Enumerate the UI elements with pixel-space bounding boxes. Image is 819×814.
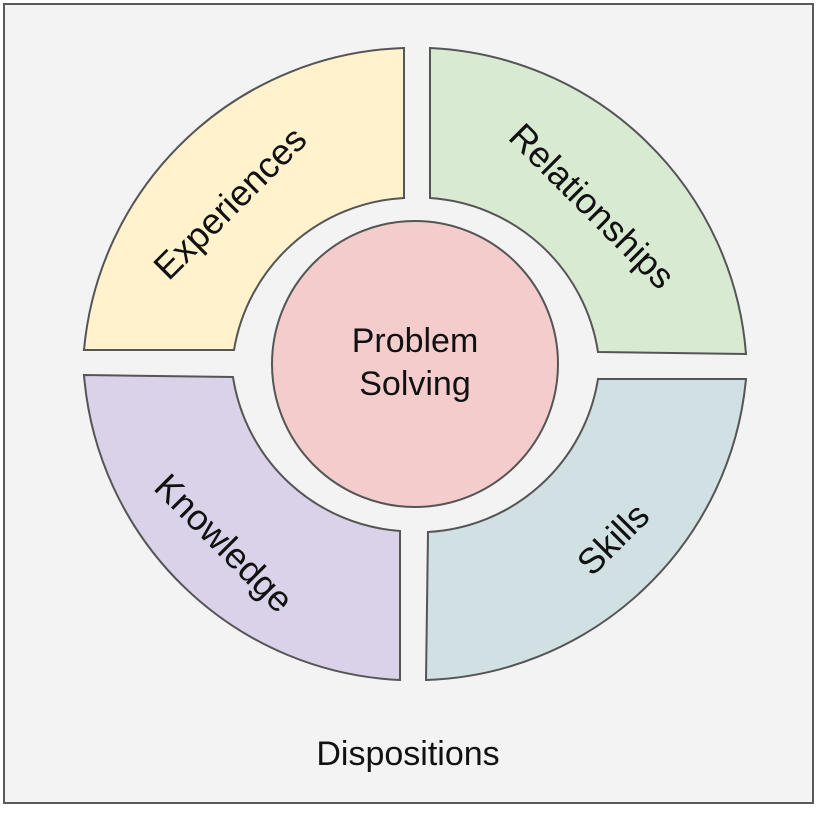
quadrant-experiences xyxy=(82,46,405,351)
quadrant-knowledge xyxy=(82,373,401,682)
footer-label-dispositions: Dispositions xyxy=(316,735,499,773)
center-circle xyxy=(271,220,559,508)
quadrant-skills xyxy=(424,378,748,682)
center-label-line2: Solving xyxy=(359,365,471,403)
quadrant-relationships xyxy=(429,46,748,356)
center-label-line1: Problem xyxy=(352,322,479,360)
